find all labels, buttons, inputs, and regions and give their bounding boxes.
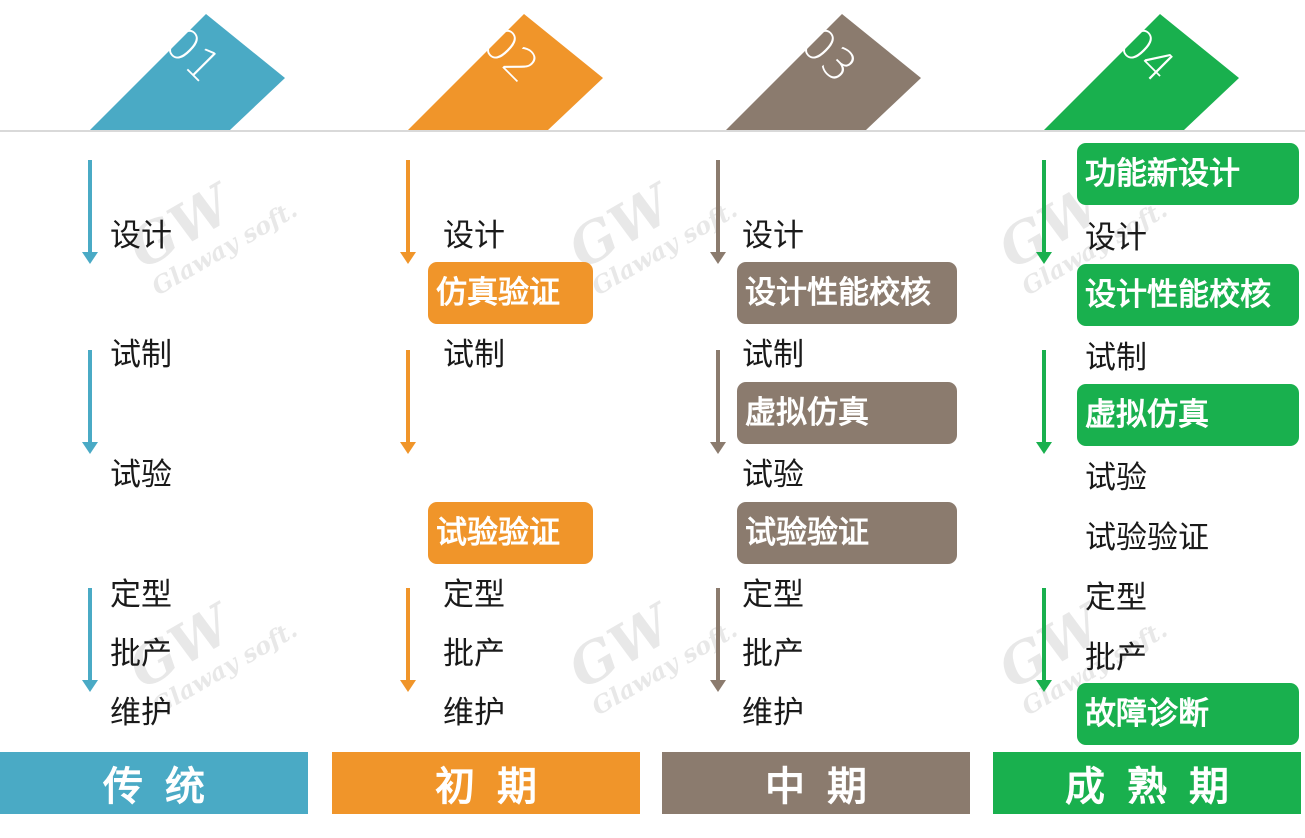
flow-arrow: [400, 588, 416, 692]
stage-tab-02: 02: [408, 14, 603, 130]
flow-arrow: [1036, 588, 1052, 692]
step-finalize: 定型: [742, 577, 804, 613]
step-finalize: 定型: [110, 577, 172, 613]
flow-arrow: [400, 160, 416, 264]
badge-simulation-verification: 仿真验证: [428, 262, 593, 324]
badge-virtual-simulation: 虚拟仿真: [737, 382, 957, 444]
stage-tab-04: 04: [1044, 14, 1239, 130]
step-design: 设计: [443, 218, 505, 254]
flow-arrow: [82, 160, 98, 264]
step-test: 试验: [742, 457, 804, 493]
step-test-verification: 试验验证: [1085, 520, 1209, 556]
step-prototype: 试制: [443, 337, 505, 373]
watermark-logo: GW: [117, 172, 242, 282]
badge-functional-design: 功能新设计: [1077, 143, 1299, 205]
stage-label-early: 初期: [332, 752, 640, 814]
stage-tab-01: 01: [90, 14, 285, 130]
badge-test-verification: 试验验证: [428, 502, 593, 564]
flow-arrow: [710, 588, 726, 692]
flow-arrow: [710, 160, 726, 264]
step-mass-production: 批产: [1085, 640, 1147, 676]
stage-tab-03: 03: [726, 14, 921, 130]
stage-label-mature: 成熟期: [993, 752, 1301, 814]
badge-performance-check: 设计性能校核: [737, 262, 957, 324]
stage-label-middle: 中期: [662, 752, 970, 814]
step-mass-production: 批产: [742, 636, 804, 672]
step-maintenance: 维护: [443, 695, 505, 731]
step-maintenance: 维护: [110, 695, 172, 731]
stage-label-traditional: 传统: [0, 752, 308, 814]
badge-fault-diagnosis: 故障诊断: [1077, 683, 1299, 745]
step-design: 设计: [1085, 220, 1147, 256]
flow-arrow: [1036, 160, 1052, 264]
flow-arrow: [82, 588, 98, 692]
watermark-logo: GW: [557, 592, 682, 702]
step-mass-production: 批产: [443, 636, 505, 672]
badge-performance-check: 设计性能校核: [1077, 264, 1299, 326]
badge-test-verification: 试验验证: [737, 502, 957, 564]
step-mass-production: 批产: [110, 636, 172, 672]
step-maintenance: 维护: [742, 695, 804, 731]
step-prototype: 试制: [742, 337, 804, 373]
step-test: 试验: [1085, 460, 1147, 496]
badge-virtual-simulation: 虚拟仿真: [1077, 384, 1299, 446]
flow-arrow: [400, 350, 416, 454]
step-prototype: 试制: [1085, 340, 1147, 376]
flow-arrow: [82, 350, 98, 454]
step-design: 设计: [110, 218, 172, 254]
step-test: 试验: [110, 457, 172, 493]
step-finalize: 定型: [443, 577, 505, 613]
header-divider: [0, 130, 1305, 132]
step-prototype: 试制: [110, 337, 172, 373]
flow-arrow: [1036, 350, 1052, 454]
step-design: 设计: [742, 218, 804, 254]
flow-arrow: [710, 350, 726, 454]
watermark-logo: GW: [557, 172, 682, 282]
step-finalize: 定型: [1085, 580, 1147, 616]
